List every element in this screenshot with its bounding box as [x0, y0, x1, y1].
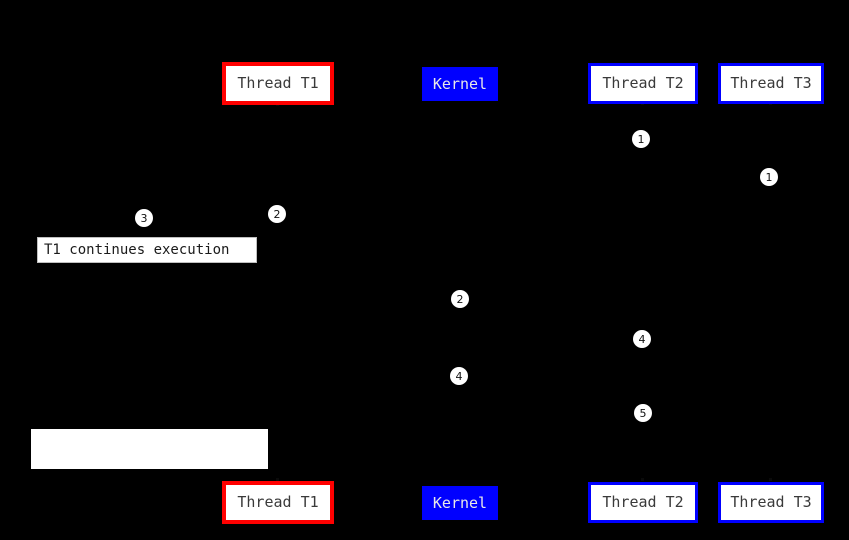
participant-label-t3-top: Thread T3 [730, 74, 812, 92]
message-t2-to-kernel-5 [460, 413, 643, 414]
sequence-marker-number: 4 [455, 369, 463, 383]
sequence-marker-number: 1 [637, 132, 645, 146]
note-blank-box [31, 429, 268, 469]
sequence-marker-5-t2: 5 [634, 404, 652, 422]
sequence-marker-4-t2: 4 [633, 330, 651, 348]
participant-thread-t2-bottom[interactable]: Thread T2 [588, 482, 698, 523]
lifeline-t2 [643, 104, 644, 482]
sequence-marker-number: 4 [638, 332, 646, 346]
sequence-marker-4-kernel: 4 [450, 367, 468, 385]
sequence-marker-1-t3: 1 [760, 168, 778, 186]
participant-label-t3-bottom: Thread T3 [730, 493, 812, 511]
message-t2-to-kernel-1 [460, 139, 643, 140]
sequence-marker-2-kernel: 2 [451, 290, 469, 308]
sequence-marker-number: 1 [765, 170, 773, 184]
message-kernel-to-t2-2 [460, 299, 643, 300]
sequence-marker-number: 3 [140, 211, 148, 225]
participant-thread-t2-top[interactable]: Thread T2 [588, 63, 698, 104]
message-kernel-to-t2-4 [460, 339, 643, 340]
message-t3-to-kernel-1 [460, 177, 771, 178]
participant-label-t1-bottom: Thread T1 [237, 493, 319, 511]
participant-label-t2-bottom: Thread T2 [602, 493, 684, 511]
participant-thread-t3-bottom[interactable]: Thread T3 [718, 482, 824, 523]
lifeline-stub-t2-bottom [641, 478, 644, 481]
participant-kernel-top[interactable]: Kernel [422, 67, 498, 101]
participant-kernel-bottom[interactable]: Kernel [422, 486, 498, 520]
participant-thread-t1-bottom[interactable]: Thread T1 [222, 481, 334, 524]
message-kernel-to-t2-4b [460, 376, 643, 377]
message-kernel-to-t1-2 [278, 214, 460, 215]
sequence-marker-3-t1: 3 [135, 209, 153, 227]
participant-label-kernel-top: Kernel [432, 74, 488, 93]
note-text: T1 continues execution [44, 242, 230, 258]
sequence-marker-number: 2 [456, 292, 464, 306]
note-t1-continues-execution: T1 continues execution [37, 237, 257, 263]
participant-thread-t1-top[interactable]: Thread T1 [222, 62, 334, 105]
participant-label-t2-top: Thread T2 [602, 74, 684, 92]
lifeline-t1 [278, 105, 279, 481]
lifeline-t3 [771, 104, 772, 482]
participant-label-kernel-bottom: Kernel [432, 493, 488, 512]
participant-label-t1-top: Thread T1 [237, 74, 319, 92]
sequence-marker-2-t1: 2 [268, 205, 286, 223]
sequence-marker-number: 5 [639, 406, 647, 420]
sequence-marker-1-t2: 1 [632, 130, 650, 148]
lifeline-stub-t3-bottom [769, 478, 772, 481]
lifeline-stub-t1-bottom [276, 478, 279, 481]
participant-thread-t3-top[interactable]: Thread T3 [718, 63, 824, 104]
sequence-marker-number: 2 [273, 207, 281, 221]
